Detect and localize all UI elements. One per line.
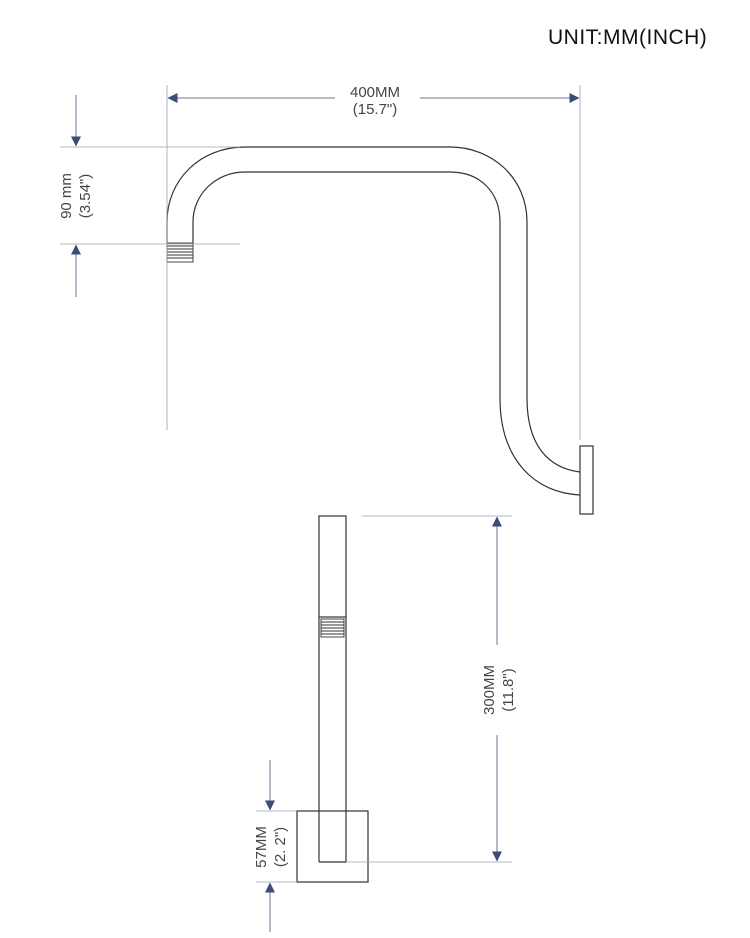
front-view-pipe-top xyxy=(318,515,347,618)
width-mm-label: 400MM xyxy=(350,84,400,101)
front-view-thread xyxy=(320,618,345,638)
length-dimension: 300MM (11.8") xyxy=(346,515,517,863)
drop-dimension: 90 mm (3.54") xyxy=(58,95,240,297)
front-view-flange xyxy=(296,810,369,883)
length-mm-label: 300MM xyxy=(481,665,498,715)
arm-outer-contour xyxy=(166,146,581,473)
side-view-flange xyxy=(579,445,594,515)
flange-inch-label: (2. 2") xyxy=(272,827,289,867)
flange-dimension: 57MM (2. 2") xyxy=(253,760,297,932)
flange-mm-label: 57MM xyxy=(253,826,270,868)
drop-inch-label: (3.54") xyxy=(77,174,94,219)
width-inch-label: (15.7") xyxy=(353,101,398,118)
front-view-arm xyxy=(318,515,347,863)
unit-label: UNIT:MM(INCH) xyxy=(548,26,708,49)
length-inch-label: (11.8") xyxy=(500,668,517,711)
side-view-thread xyxy=(166,242,194,263)
drop-mm-label: 90 mm xyxy=(58,173,75,219)
width-dimension: 400MM (15.7") xyxy=(166,84,581,440)
side-view-arm xyxy=(166,146,581,496)
arm-inner-contour xyxy=(192,171,581,496)
